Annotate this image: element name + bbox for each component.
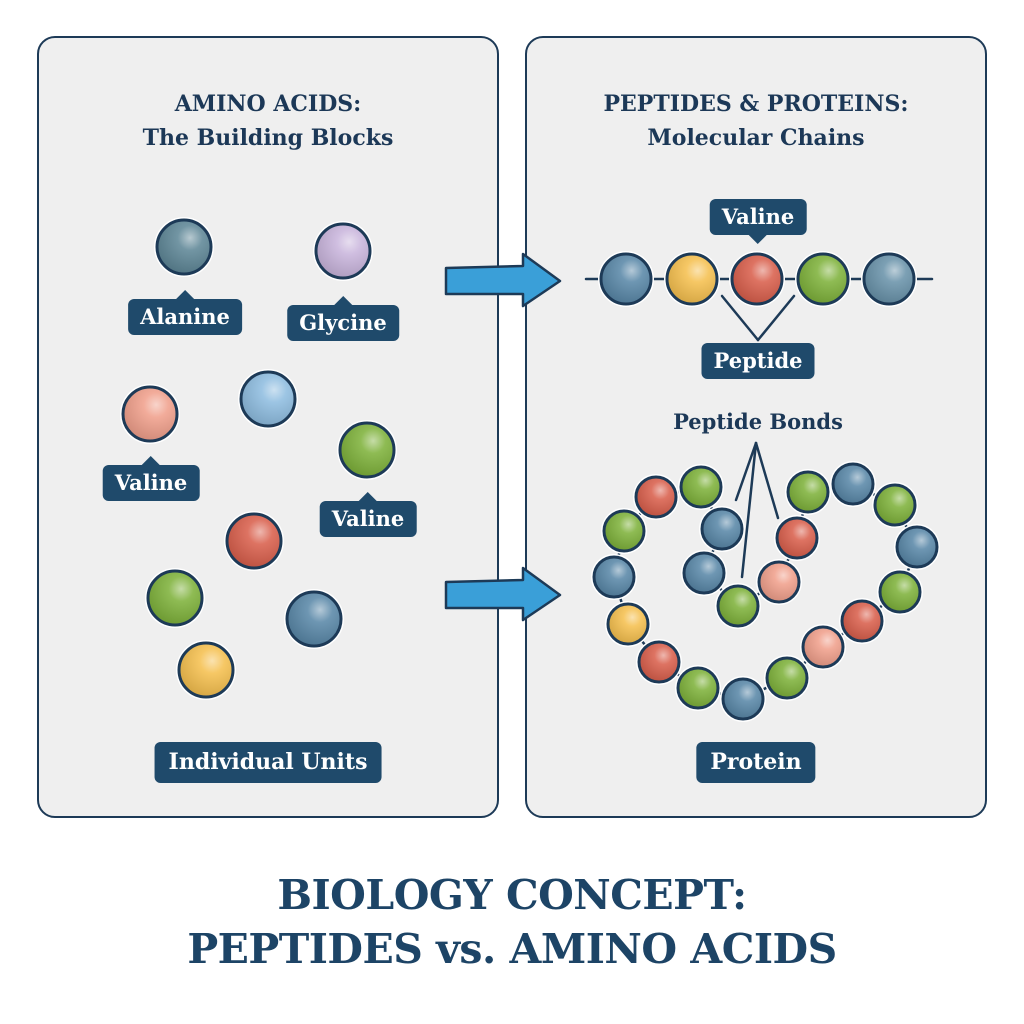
amino-acids-title-line1: AMINO ACIDS: bbox=[174, 91, 362, 117]
peptides-title-line2: Molecular Chains bbox=[647, 125, 865, 151]
main-title: BIOLOGY CONCEPT: PEPTIDES vs. AMINO ACID… bbox=[0, 868, 1024, 976]
valine-label-1: Valine bbox=[102, 456, 200, 501]
individual-units-label: Individual Units bbox=[154, 742, 382, 783]
bottom-arrow-icon bbox=[444, 566, 562, 622]
alanine-label: Alanine bbox=[128, 290, 242, 335]
main-title-line1: BIOLOGY CONCEPT: bbox=[277, 871, 747, 919]
amino-acids-title-line2: The Building Blocks bbox=[142, 125, 394, 151]
amino-acids-panel-title: AMINO ACIDS: The Building Blocks bbox=[39, 87, 497, 155]
glycine-label: Glycine bbox=[287, 296, 399, 341]
peptides-panel-title: PEPTIDES & PROTEINS: Molecular Chains bbox=[527, 87, 985, 155]
top-arrow-icon bbox=[444, 252, 562, 308]
valine-label-2: Valine bbox=[319, 492, 417, 537]
peptide-label: Peptide bbox=[701, 343, 815, 379]
main-title-line2: PEPTIDES vs. AMINO ACIDS bbox=[187, 925, 837, 973]
protein-label: Protein bbox=[696, 742, 816, 783]
peptides-title-line1: PEPTIDES & PROTEINS: bbox=[603, 91, 909, 117]
chain-valine-label: Valine bbox=[709, 199, 807, 244]
peptide-bonds-label: Peptide Bonds bbox=[673, 409, 843, 434]
amino-acids-panel: AMINO ACIDS: The Building Blocks bbox=[37, 36, 499, 818]
